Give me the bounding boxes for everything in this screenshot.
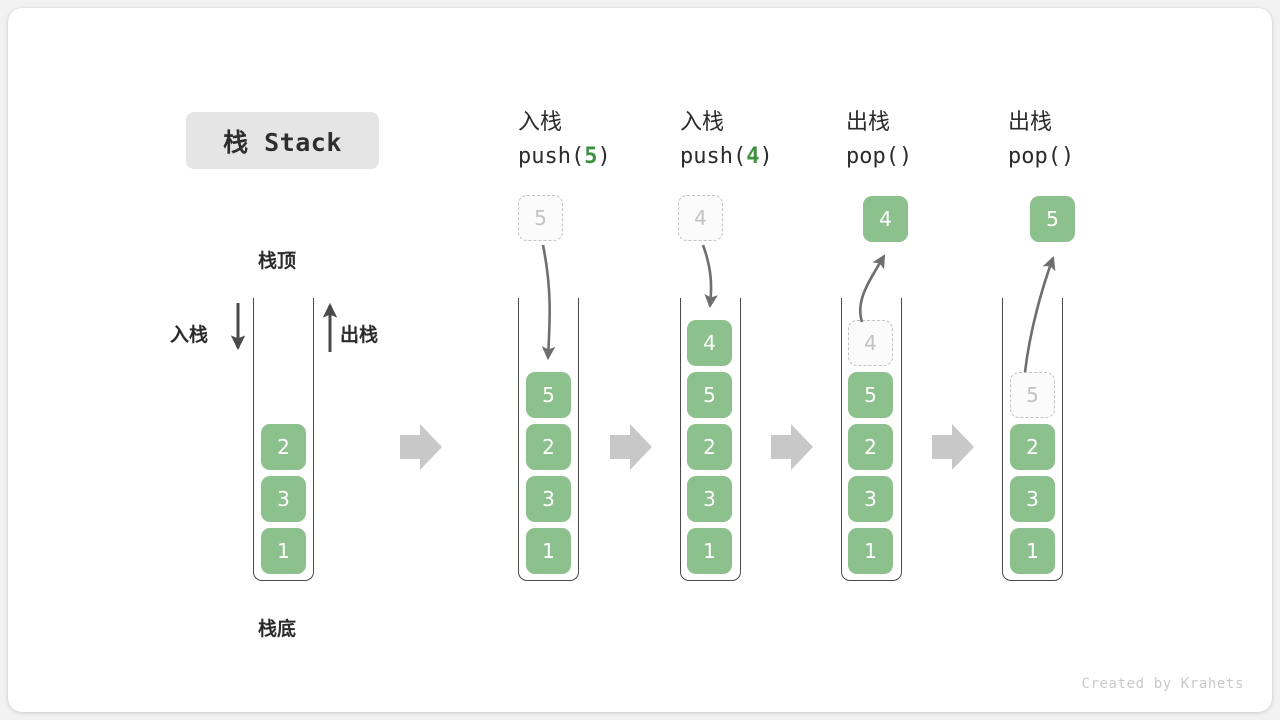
- code-prefix: push(: [518, 144, 585, 169]
- stack-cell: 5: [526, 372, 571, 418]
- stack-cell: 1: [526, 528, 571, 574]
- column-header-push-4: 入栈 push(4): [680, 106, 840, 174]
- stack-cell: 5: [1010, 372, 1055, 418]
- column-header-code: push(5): [518, 140, 678, 174]
- column-header-cn: 入栈: [680, 110, 725, 135]
- column-header-code: pop(): [846, 140, 1006, 174]
- floating-element-pop-4: 4: [863, 196, 908, 242]
- code-prefix: pop(: [1008, 144, 1061, 169]
- stack-cell: 1: [261, 528, 306, 574]
- code-prefix: pop(: [846, 144, 899, 169]
- stack-container-initial: [253, 298, 314, 581]
- stack-cell: 3: [1010, 476, 1055, 522]
- code-suffix: ): [1060, 144, 1075, 169]
- push-direction-label: 入栈: [170, 324, 209, 346]
- footer-credit: Created by Krahets: [1081, 676, 1244, 692]
- diagram-title-badge: 栈 Stack: [186, 112, 379, 169]
- stack-cell: 1: [848, 528, 893, 574]
- stack-container-push-4: [680, 298, 741, 581]
- pop-direction-label: 出栈: [340, 324, 379, 346]
- stack-cell: 3: [526, 476, 571, 522]
- floating-element-push-5: 5: [518, 195, 563, 241]
- stack-cell: 2: [1010, 424, 1055, 470]
- stack-cell: 5: [848, 372, 893, 418]
- column-header-pop-4: 出栈 pop(): [846, 106, 1006, 174]
- stack-cell: 4: [687, 320, 732, 366]
- stack-cell: 3: [848, 476, 893, 522]
- stack-cell: 3: [261, 476, 306, 522]
- stack-cell: 2: [261, 424, 306, 470]
- code-prefix: push(: [680, 144, 747, 169]
- floating-element-push-4: 4: [678, 195, 723, 241]
- code-arg: 4: [746, 144, 760, 169]
- stack-container-pop-5: [1002, 298, 1063, 581]
- code-suffix: ): [759, 144, 773, 169]
- column-header-cn: 入栈: [518, 110, 563, 135]
- floating-element-pop-5: 5: [1030, 196, 1075, 242]
- column-header-code: pop(): [1008, 140, 1168, 174]
- stack-container-push-5: [518, 298, 579, 581]
- stack-bottom-label: 栈底: [258, 618, 297, 640]
- stack-cell: 2: [526, 424, 571, 470]
- code-suffix: ): [898, 144, 913, 169]
- column-header-pop-5: 出栈 pop(): [1008, 106, 1168, 174]
- column-header-cn: 出栈: [1008, 110, 1053, 135]
- column-header-code: push(4): [680, 140, 840, 174]
- code-suffix: ): [597, 144, 611, 169]
- stack-cell: 4: [848, 320, 893, 366]
- stack-top-label: 栈顶: [258, 250, 297, 272]
- column-header-push-5: 入栈 push(5): [518, 106, 678, 174]
- stack-cell: 1: [687, 528, 732, 574]
- stack-cell: 1: [1010, 528, 1055, 574]
- column-header-cn: 出栈: [846, 110, 891, 135]
- stack-cell: 3: [687, 476, 732, 522]
- stack-cell: 2: [848, 424, 893, 470]
- stack-cell: 5: [687, 372, 732, 418]
- stack-container-pop-4: [841, 298, 902, 581]
- stack-cell: 2: [687, 424, 732, 470]
- code-arg: 5: [584, 144, 598, 169]
